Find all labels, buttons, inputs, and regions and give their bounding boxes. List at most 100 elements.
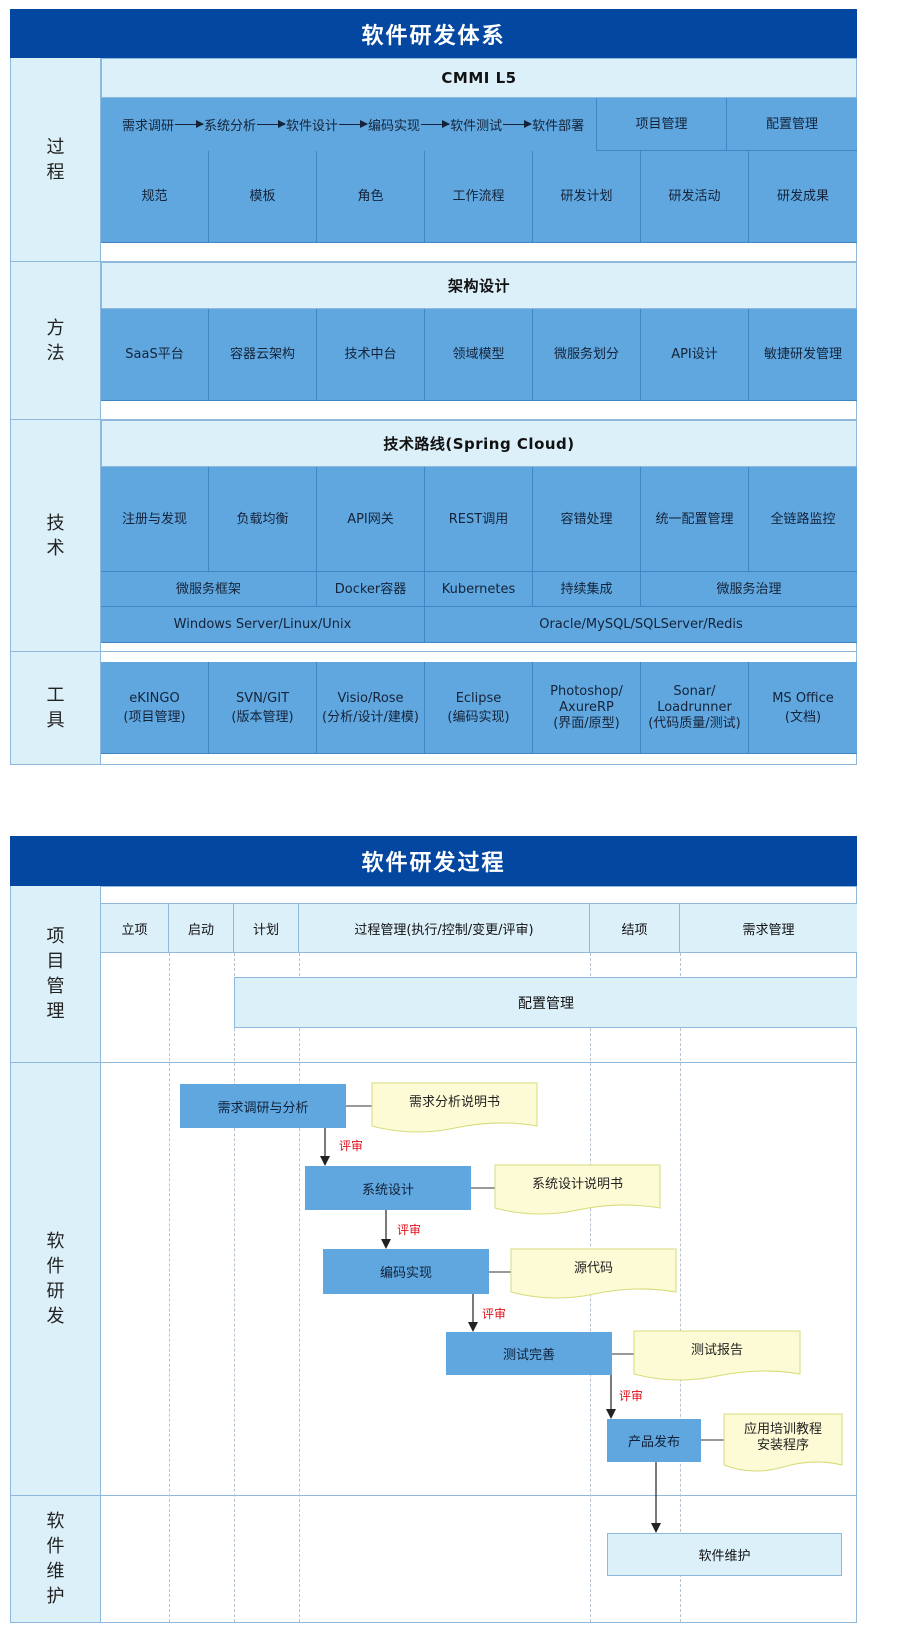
tech-framework-cell: 微服务框架 (101, 572, 317, 607)
tech-item: 容错处理 (533, 467, 641, 572)
lane-divider (10, 1062, 857, 1063)
tool-purpose: (编码实现) (447, 709, 510, 725)
cmmi-header: CMMI L5 (101, 58, 857, 98)
review-label: 评审 (397, 1223, 422, 1237)
section-divider (10, 651, 857, 652)
tool-item: Photoshop/AxureRP(界面/原型) (533, 662, 641, 754)
tech-item: 负载均衡 (209, 467, 317, 572)
phase-divider (234, 953, 235, 1622)
tech-item: REST调用 (425, 467, 533, 572)
flow-step: 编码实现 (368, 119, 421, 134)
tech-platform-cell: Windows Server/Linux/Unix (101, 607, 425, 643)
tool-name: Photoshop/ (550, 683, 623, 699)
tool-name: MS Office (772, 690, 834, 706)
tool-item: Visio/Rose(分析/设计/建模) (317, 662, 425, 754)
tool-item: eKINGO (项目管理) (101, 662, 209, 754)
flow-step: 系统分析 (204, 119, 257, 134)
section-divider (10, 419, 857, 420)
process-item: 规范 (101, 151, 209, 243)
tool-purpose: (文档) (784, 709, 822, 725)
doc-design-spec: 系统设计说明书 (531, 1177, 623, 1192)
tool-item: Eclipse (编码实现) (425, 662, 533, 754)
method-label-cell: 方法 (11, 262, 101, 419)
doc-line: 安装程序 (756, 1438, 809, 1453)
phase-divider (680, 953, 681, 1622)
doc-training-installer: 应用培训教程安装程序 (724, 1418, 842, 1458)
tool-item: Sonar/Loadrunner(代码质量/测试) (641, 662, 749, 754)
tool-item: SVN/GIT (版本管理) (209, 662, 317, 754)
tech-framework-cell: Kubernetes (425, 572, 533, 607)
method-item: 微服务划分 (533, 309, 641, 401)
phase-divider (169, 953, 170, 1622)
flow-step: 软件测试 (450, 119, 503, 134)
method-item: 领域模型 (425, 309, 533, 401)
config-management-cell: 配置管理 (727, 98, 857, 151)
tool-purpose: (界面/原型) (553, 715, 620, 731)
phase-header: 结项 (590, 903, 680, 953)
tech-item: 注册与发现 (101, 467, 209, 572)
tool-item: MS Office (文档) (749, 662, 857, 754)
phase-header: 计划 (234, 903, 299, 953)
flow-arrow-icon (175, 120, 205, 128)
tools-label-cell: 工具 (11, 652, 101, 764)
flow-arrow-icon (503, 120, 533, 128)
review-label: 评审 (482, 1307, 507, 1321)
tool-purpose: (项目管理) (123, 709, 186, 725)
tool-name: Sonar/ (673, 683, 716, 699)
flow-step: 软件设计 (286, 119, 339, 134)
review-label: 评审 (339, 1139, 364, 1153)
tool-name: AxureRP (559, 699, 614, 715)
architecture-header: 架构设计 (101, 262, 857, 309)
lane-software-maintenance: 软件维护 (11, 1496, 101, 1622)
lane-label: 软件维护 (46, 1511, 65, 1607)
review-label: 评审 (619, 1389, 644, 1403)
config-management-bar: 配置管理 (234, 977, 857, 1028)
method-item: 技术中台 (317, 309, 425, 401)
tool-purpose: (版本管理) (231, 709, 294, 725)
tech-label: 技术 (46, 512, 65, 559)
flow-arrow-icon (339, 120, 369, 128)
lane-divider (10, 1495, 857, 1496)
lane-software-development: 软件研发 (11, 1063, 101, 1495)
flow-step: 需求调研 (122, 119, 175, 134)
tech-item: API网关 (317, 467, 425, 572)
flow-arrow-icon (257, 120, 287, 128)
tool-purpose: (分析/设计/建模) (322, 709, 419, 725)
tool-purpose: (代码质量/测试) (648, 715, 741, 731)
process-label: 过程 (46, 136, 65, 183)
doc-source-code: 源代码 (573, 1261, 613, 1276)
tech-platform-cell: Oracle/MySQL/SQLServer/Redis (425, 607, 857, 643)
doc-requirements-spec: 需求分析说明书 (408, 1095, 500, 1110)
phase-divider (299, 953, 300, 1622)
process-frame (10, 886, 857, 1623)
phase-header: 启动 (169, 903, 234, 953)
step-system-design: 系统设计 (305, 1166, 471, 1210)
step-release: 产品发布 (607, 1419, 701, 1462)
phase-header: 过程管理(执行/控制/变更/评审) (299, 903, 590, 953)
tech-label-cell: 技术 (11, 420, 101, 651)
process-item: 研发成果 (749, 151, 857, 243)
tool-name: Loadrunner (657, 699, 732, 715)
tools-label: 工具 (46, 685, 65, 731)
tech-framework-cell: Docker容器 (317, 572, 425, 607)
process-item: 研发活动 (641, 151, 749, 243)
method-item: 容器云架构 (209, 309, 317, 401)
step-maintenance: 软件维护 (607, 1533, 842, 1576)
lane-label: 项目管理 (46, 926, 65, 1022)
phase-header: 需求管理 (680, 903, 857, 953)
tool-name: eKINGO (129, 690, 180, 706)
process-item: 工作流程 (425, 151, 533, 243)
tool-name: Eclipse (455, 690, 502, 706)
process-title-banner: 软件研发过程 (10, 836, 857, 886)
phase-header: 立项 (101, 903, 169, 953)
tool-name: SVN/GIT (235, 690, 290, 706)
doc-line: 应用培训教程 (743, 1422, 822, 1437)
lane-label: 软件研发 (46, 1231, 65, 1327)
tech-item: 统一配置管理 (641, 467, 749, 572)
step-testing: 测试完善 (446, 1332, 612, 1375)
process-item: 模板 (209, 151, 317, 243)
tech-item: 全链路监控 (749, 467, 857, 572)
process-item: 研发计划 (533, 151, 641, 243)
tech-framework-cell: 微服务治理 (641, 572, 857, 607)
